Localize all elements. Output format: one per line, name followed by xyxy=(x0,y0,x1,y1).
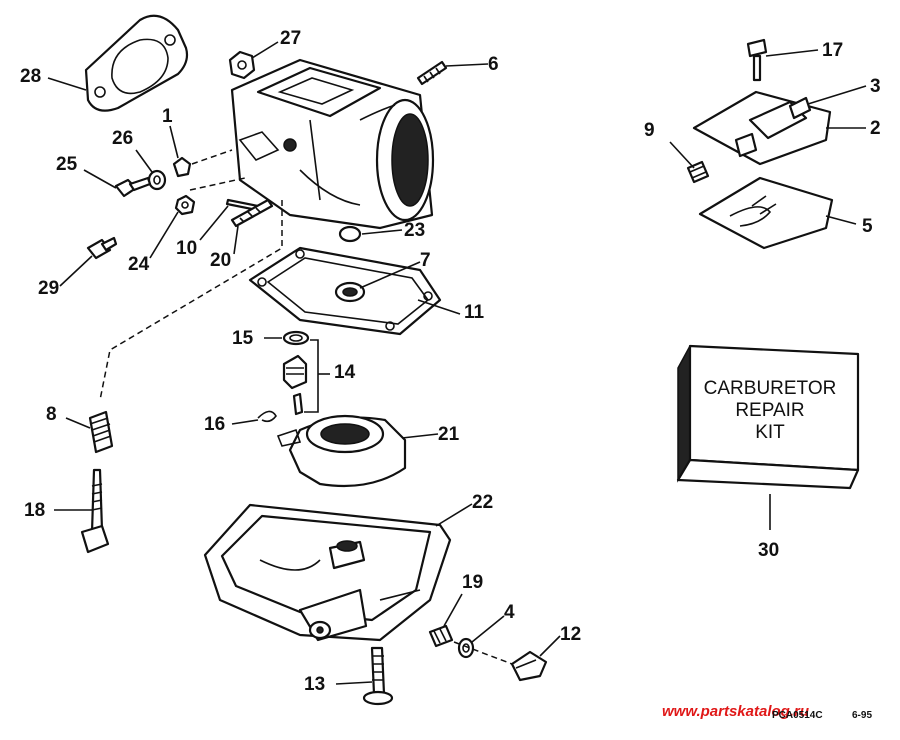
callout-2: 2 xyxy=(870,118,881,139)
callout-21: 21 xyxy=(438,424,460,445)
callout-6: 6 xyxy=(488,54,499,75)
drawing-code: PCA0514C xyxy=(772,710,823,721)
callout-14: 14 xyxy=(334,362,356,383)
callout-17: 17 xyxy=(822,40,843,61)
kit-label-line2: REPAIR xyxy=(735,400,804,421)
part-22-float-bowl xyxy=(203,503,452,642)
callout-26: 26 xyxy=(112,128,133,149)
callout-16: 16 xyxy=(204,414,225,435)
part-16-clip xyxy=(257,410,277,423)
part-19-main-jet xyxy=(428,624,454,648)
callout-25: 25 xyxy=(56,154,78,175)
leader-lines xyxy=(47,41,867,685)
part-23-plug xyxy=(338,225,362,243)
watermark: www.partskatalog.ru xyxy=(662,703,809,720)
part-5-gasket xyxy=(698,176,834,250)
callout-23: 23 xyxy=(404,220,425,241)
callout-28: 28 xyxy=(20,66,41,87)
part-3-fitting xyxy=(788,96,812,120)
callout-12: 12 xyxy=(560,624,581,645)
part-25-screw xyxy=(114,176,152,198)
callout-10: 10 xyxy=(176,238,197,259)
part-26-washer xyxy=(147,169,167,191)
part-7-seal xyxy=(334,281,366,303)
part-27-nut xyxy=(228,50,256,80)
part-20-screw xyxy=(230,198,274,228)
callout-8: 8 xyxy=(46,404,57,425)
callout-27: 27 xyxy=(280,28,301,49)
part-21-float xyxy=(276,414,407,488)
kit-label-line3: KIT xyxy=(755,422,785,443)
callout-13: 13 xyxy=(304,674,325,695)
callout-22: 22 xyxy=(472,492,493,513)
callout-3: 3 xyxy=(870,76,881,97)
carburetor-body xyxy=(230,58,435,230)
part-13-screw xyxy=(362,646,394,706)
part-30-repair-kit: CARBURETOR REPAIR KIT xyxy=(676,344,860,490)
callout-4: 4 xyxy=(504,602,515,623)
callout-20: 20 xyxy=(210,250,231,271)
callout-7: 7 xyxy=(420,250,431,271)
callout-18: 18 xyxy=(24,500,45,521)
part-1-lock-washer xyxy=(172,156,192,178)
part-29-fitting xyxy=(86,236,118,260)
callout-11: 11 xyxy=(464,302,485,323)
callout-15: 15 xyxy=(232,328,254,349)
callout-24: 24 xyxy=(128,254,150,275)
part-14-inlet-needle-valve xyxy=(282,339,319,416)
kit-label-line1: CARBURETOR xyxy=(704,378,837,399)
part-18-mixture-screw xyxy=(80,468,110,554)
part-28-flange-gasket xyxy=(84,14,189,112)
part-24-star-washer xyxy=(174,194,196,216)
part-17-screw xyxy=(746,38,768,82)
part-6-stud xyxy=(416,60,448,86)
callout-19: 19 xyxy=(462,572,483,593)
callout-1: 1 xyxy=(162,106,173,127)
part-15-washer xyxy=(282,330,310,346)
callout-9: 9 xyxy=(644,120,655,141)
drawing-date: 6-95 xyxy=(852,710,872,721)
callout-30: 30 xyxy=(758,540,779,561)
part-8-spring xyxy=(88,410,114,454)
callout-29: 29 xyxy=(38,278,59,299)
part-12-plug xyxy=(510,650,548,682)
callout-numbers: 1 2 3 4 5 6 7 8 9 10 11 12 13 14 15 16 1… xyxy=(20,28,881,695)
callout-5: 5 xyxy=(862,216,873,237)
part-4-washer xyxy=(457,637,475,659)
